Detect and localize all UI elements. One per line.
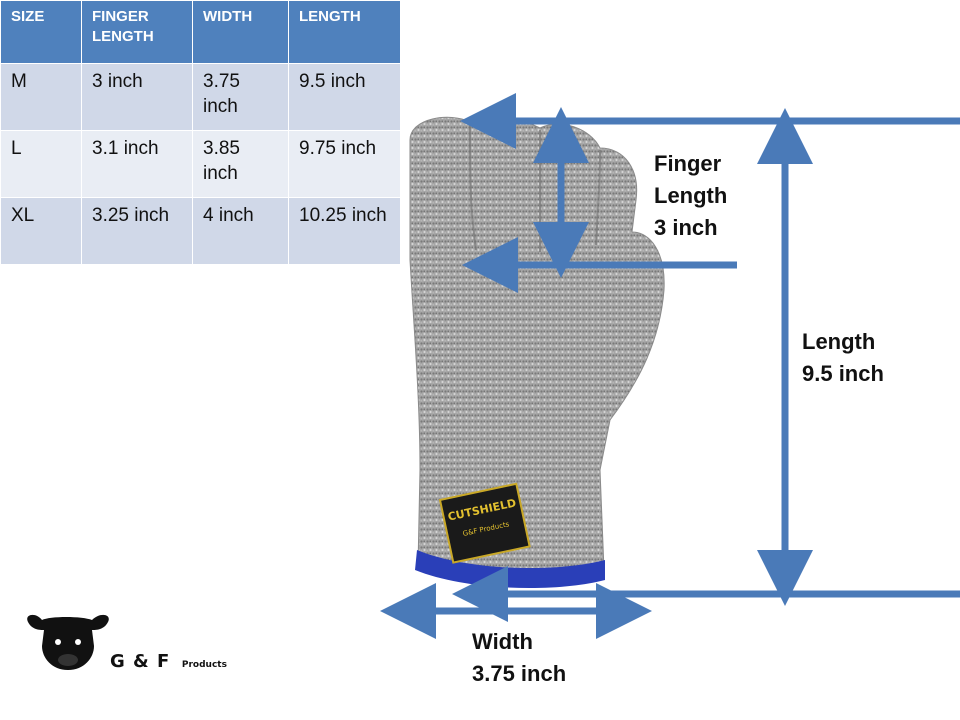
finger-label-line3: 3 inch <box>654 215 718 240</box>
logo-name: G & F <box>110 651 171 672</box>
logo-text: G & F Products <box>110 651 227 672</box>
bull-head-icon <box>27 614 109 670</box>
cell-size: L <box>0 130 82 198</box>
cell-length: 9.75 inch <box>288 130 401 198</box>
cell-width: 4 inch <box>192 197 289 265</box>
header-width: WIDTH <box>192 0 289 64</box>
cell-finger-length: 3.1 inch <box>81 130 193 198</box>
header-length: LENGTH <box>288 0 401 64</box>
header-size: SIZE <box>0 0 82 64</box>
cell-size: M <box>0 63 82 131</box>
finger-label-line2: Length <box>654 183 728 208</box>
table-row: M 3 inch 3.75 inch 9.5 inch <box>0 63 401 131</box>
cell-length: 10.25 inch <box>288 197 401 265</box>
finger-label-line1: Finger <box>654 151 722 176</box>
length-label-line1: Length <box>802 329 876 354</box>
glove-length-label: Length 9.5 inch <box>802 326 884 390</box>
width-label-line2: 3.75 inch <box>472 661 567 686</box>
logo-suffix: Products <box>181 660 227 670</box>
cell-size: XL <box>0 197 82 265</box>
size-chart-table: SIZE FINGER LENGTH WIDTH LENGTH M 3 inch… <box>0 0 401 265</box>
cell-width: 3.85 inch <box>192 130 289 198</box>
table-header-row: SIZE FINGER LENGTH WIDTH LENGTH <box>0 0 401 64</box>
table-row: L 3.1 inch 3.85 inch 9.75 inch <box>0 130 401 198</box>
width-label: Width 3.75 inch <box>472 626 566 690</box>
glove-image: CUTSHIELD G&F Products <box>409 116 665 589</box>
table-row: XL 3.25 inch 4 inch 10.25 inch <box>0 197 401 265</box>
cell-width: 3.75 inch <box>192 63 289 131</box>
width-label-line1: Width <box>472 629 533 654</box>
length-label-line2: 9.5 inch <box>802 361 884 386</box>
glove-tag: CUTSHIELD G&F Products <box>438 482 531 564</box>
finger-length-label: Finger Length 3 inch <box>654 148 727 244</box>
cell-finger-length: 3.25 inch <box>81 197 193 265</box>
